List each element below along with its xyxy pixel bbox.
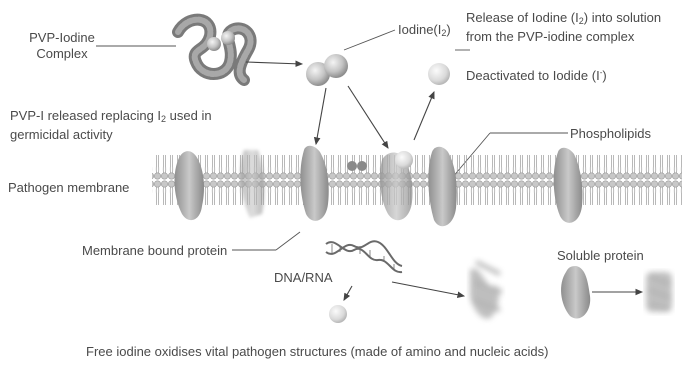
dna-helix-icon: [326, 241, 402, 272]
pathogen-membrane-bilayer: [152, 152, 682, 212]
oxidised-dna-icon: [470, 262, 502, 319]
soluble-protein-icon: [561, 266, 590, 319]
free-iodine-atom-icon: [329, 305, 347, 323]
iodide-ion-icon: [428, 63, 450, 85]
iodine-molecule-icon: [306, 54, 348, 86]
dna-rna-label: DNA/RNA: [274, 270, 333, 286]
pvp-iodine-complex-label: PVP-Iodine Complex: [28, 30, 96, 62]
deactivated-to-iodide-label: Deactivated to Iodide (I-): [466, 65, 607, 84]
caption: Free iodine oxidises vital pathogen stru…: [86, 344, 548, 360]
denatured-protein-icon: [646, 272, 672, 312]
iodine-i2-label: Iodine(I2): [398, 22, 451, 41]
phospholipids-label: Phospholipids: [570, 126, 651, 142]
pvp-polymer-icon: [178, 20, 251, 80]
soluble-protein-label: Soluble protein: [557, 248, 644, 264]
pathogen-membrane-label: Pathogen membrane: [8, 180, 129, 196]
pvp-i-released-label: PVP-I released replacing I2 used in germ…: [10, 108, 212, 143]
release-of-iodine-label: Release of Iodine (I2) into solution fro…: [466, 10, 661, 45]
membrane-bound-protein-label: Membrane bound protein: [82, 243, 227, 259]
